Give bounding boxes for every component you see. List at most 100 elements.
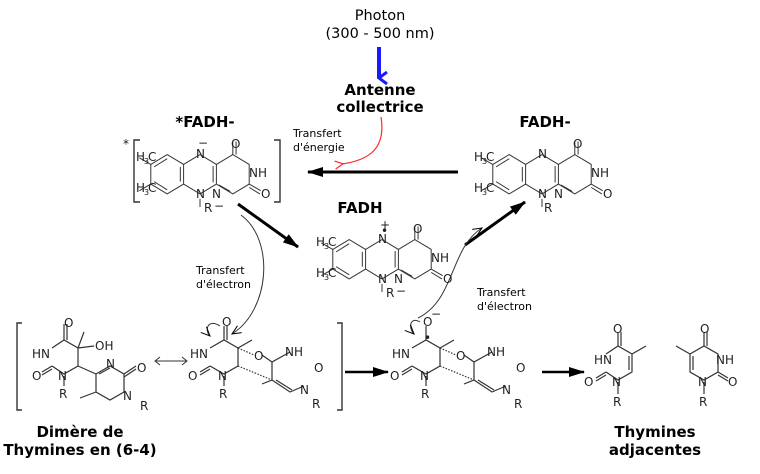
- svg-text:HN: HN: [32, 347, 50, 361]
- svg-text:R: R: [544, 201, 552, 215]
- svg-text:R: R: [140, 399, 148, 413]
- svg-text:O: O: [516, 361, 525, 375]
- svg-text:H: H: [136, 181, 145, 195]
- svg-text:3: 3: [482, 157, 487, 166]
- antenna-label-line1: Antenne: [344, 81, 416, 99]
- electron-transfer-right-line1: Transfert: [477, 286, 526, 299]
- svg-text:N: N: [502, 383, 511, 397]
- svg-text:H: H: [316, 235, 325, 249]
- electron-transfer-left-line1: Transfert: [196, 264, 245, 277]
- svg-text:O: O: [573, 137, 582, 151]
- fadh-minus-structure: H3C H3C N N R O NH N O: [474, 137, 612, 215]
- svg-text:O: O: [584, 375, 593, 389]
- svg-text:R: R: [219, 387, 227, 401]
- svg-text:O: O: [413, 222, 422, 236]
- fadh-minus-label: FADH-: [519, 113, 571, 131]
- excited-fadh-label: *FADH-: [175, 113, 235, 131]
- energy-transfer-arrow: [342, 116, 383, 164]
- svg-text:C: C: [328, 266, 336, 280]
- svg-text:HN: HN: [594, 353, 612, 367]
- thymine-left-structure: HN O O N R: [584, 322, 647, 409]
- energy-transfer-label-line1: Transfert: [293, 127, 342, 140]
- svg-text:H: H: [474, 150, 483, 164]
- svg-text:*: *: [123, 137, 129, 151]
- svg-text:HN: HN: [190, 347, 208, 361]
- svg-text:−: −: [431, 307, 441, 321]
- svg-text:N: N: [106, 357, 115, 371]
- svg-text:3: 3: [482, 188, 487, 197]
- svg-text:O: O: [390, 369, 399, 383]
- svg-text:N: N: [420, 369, 429, 383]
- oxetane-intermediate-structure: HN O O N R O NH O N R: [188, 315, 343, 411]
- svg-text:NH: NH: [249, 166, 267, 180]
- svg-text:O: O: [64, 316, 73, 330]
- photon-label: Photon: [354, 8, 406, 24]
- svg-text:N: N: [538, 187, 547, 201]
- excited-fadh-structure: * H3C H3C N − N R O NH N − O: [123, 136, 281, 215]
- dimer-label-line2: Thymines en (6-4): [3, 441, 157, 459]
- svg-text:−: −: [214, 199, 224, 213]
- svg-text:O: O: [423, 315, 432, 329]
- svg-text:3: 3: [144, 157, 149, 166]
- svg-text:H: H: [136, 150, 145, 164]
- svg-text:R: R: [204, 201, 212, 215]
- svg-text:C: C: [328, 235, 336, 249]
- svg-text:3: 3: [324, 273, 329, 282]
- svg-text:O: O: [222, 315, 231, 329]
- photon-wavelength-label: (300 - 500 nm): [325, 26, 435, 42]
- svg-text:NH: NH: [431, 251, 449, 265]
- svg-text:NH: NH: [591, 166, 609, 180]
- svg-text:N: N: [58, 369, 67, 383]
- svg-text:C: C: [148, 150, 156, 164]
- svg-text:C: C: [486, 150, 494, 164]
- svg-text:C: C: [486, 181, 494, 195]
- svg-text:N: N: [123, 389, 132, 403]
- svg-text:N: N: [212, 187, 221, 201]
- svg-text:N: N: [612, 375, 621, 389]
- svg-text:O: O: [231, 137, 240, 151]
- svg-text:NH: NH: [285, 345, 303, 359]
- svg-text:R: R: [613, 395, 621, 409]
- svg-text:N: N: [196, 147, 205, 161]
- svg-text:O: O: [613, 322, 622, 336]
- svg-text:N: N: [538, 147, 547, 161]
- svg-text:H: H: [474, 181, 483, 195]
- svg-text:O: O: [700, 322, 709, 336]
- svg-text:R: R: [312, 397, 320, 411]
- svg-text:O: O: [254, 349, 263, 363]
- svg-text:O: O: [456, 349, 465, 363]
- svg-text:+: +: [380, 218, 390, 232]
- dimer-label-line1: Dimère de: [36, 423, 124, 441]
- svg-text:R: R: [59, 387, 67, 401]
- antenna-label-line2: collectrice: [336, 98, 424, 116]
- svg-text:O: O: [137, 361, 146, 375]
- electron-transfer-right-arrow: [417, 227, 484, 319]
- fadh-radical-structure: H3C H3C N + • N R O NH N − O: [316, 218, 452, 300]
- svg-text:−: −: [198, 136, 208, 150]
- svg-text:O: O: [261, 187, 270, 201]
- svg-text:3: 3: [324, 242, 329, 251]
- dimer-structure: HN O OH O N R N O N R: [16, 316, 148, 413]
- svg-text:N: N: [378, 232, 387, 246]
- thymines-label-line1: Thymines: [614, 423, 696, 441]
- svg-text:O: O: [728, 375, 737, 389]
- svg-text:N: N: [394, 272, 403, 286]
- radical-intermediate-structure: HN O − • O N R O NH O N R: [390, 307, 525, 411]
- svg-text:N: N: [300, 383, 309, 397]
- svg-text:OH: OH: [95, 339, 113, 353]
- svg-text:N: N: [698, 375, 707, 389]
- svg-text:R: R: [421, 387, 429, 401]
- svg-text:C: C: [148, 181, 156, 195]
- electron-transfer-left-arrow: [230, 214, 265, 335]
- svg-text:−: −: [396, 284, 406, 298]
- svg-text:H: H: [316, 266, 325, 280]
- svg-text:•: •: [424, 331, 431, 345]
- svg-text:HN: HN: [392, 347, 410, 361]
- electron-transfer-right-line2: d'électron: [477, 300, 532, 313]
- svg-text:O: O: [603, 187, 612, 201]
- svg-text:•: •: [381, 224, 388, 238]
- svg-text:O: O: [443, 272, 452, 286]
- svg-text:NH: NH: [487, 345, 505, 359]
- regeneration-arrow: [464, 200, 526, 247]
